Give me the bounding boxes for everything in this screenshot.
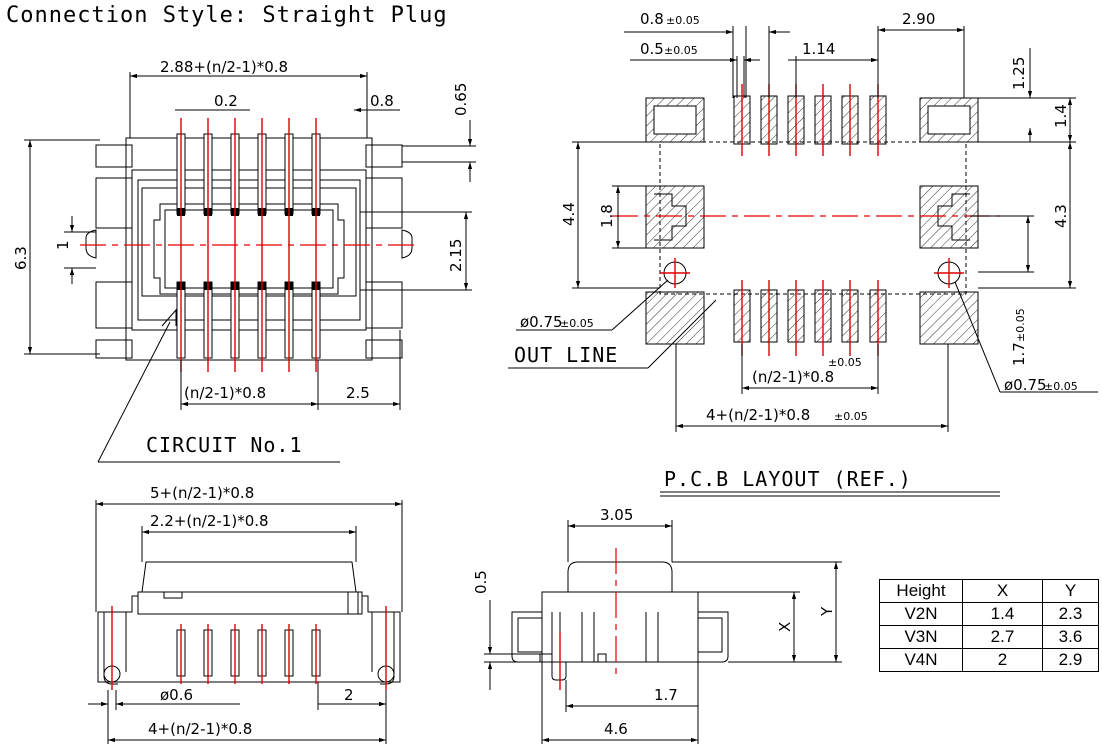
pcb-dim-0-8: 0.8 <box>640 10 664 28</box>
pcb-signal-pad <box>814 84 832 356</box>
pcb-width: 4+(n/2-1)*0.8 <box>706 406 810 424</box>
pcb-signal-pad <box>787 84 805 356</box>
table-cell: V3N <box>879 625 963 649</box>
dim-2-15: 2.15 <box>447 239 465 272</box>
dim-2-5: 2.5 <box>346 384 370 402</box>
table-cell: 2.3 <box>1042 602 1099 626</box>
table-cell: 2.7 <box>962 625 1043 649</box>
pcb-hole-left-tol: ±0.05 <box>560 317 594 330</box>
outline-label: OUT LINE <box>514 343 618 367</box>
side-dim-4-6: 4.6 <box>604 720 628 738</box>
pcb-dim-1-4: 1.4 <box>1052 104 1070 128</box>
side-dim-x: X <box>776 622 794 632</box>
pcb-dim-0-5-tol: ±0.05 <box>664 44 698 57</box>
pcb-dim-1-8: 1.8 <box>598 204 616 228</box>
front-dim-pins: 4+(n/2-1)*0.8 <box>148 720 252 738</box>
table-header-row: Height X Y <box>879 579 1099 603</box>
pcb-signal-pad <box>760 84 778 356</box>
front-dim-body: 2.2+(n/2-1)*0.8 <box>150 512 269 530</box>
front-dim-2: 2 <box>344 686 354 704</box>
table-cell: V4N <box>879 648 963 672</box>
side-dim-3-05: 3.05 <box>600 506 633 524</box>
pcb-hole-right: ø0.75 <box>1004 376 1047 394</box>
pcb-layout-label: P.C.B LAYOUT (REF.) <box>664 467 912 491</box>
side-dim-y: Y <box>818 606 836 617</box>
pcb-dim-4-3: 4.3 <box>1052 204 1070 228</box>
front-pin <box>230 624 240 684</box>
dim-0-65: 0.65 <box>452 83 470 116</box>
pcb-dim-2-90: 2.90 <box>902 10 935 28</box>
table-row: V4N 2 2.9 <box>879 648 1099 672</box>
pcb-dim-0-8-tol: ±0.05 <box>666 14 700 27</box>
pcb-signal-pad <box>841 84 859 356</box>
front-dim-phi: ø0.6 <box>160 686 193 704</box>
pcb-pitch-tol: ±0.05 <box>828 356 862 369</box>
dim-0-8: 0.8 <box>370 92 394 110</box>
top-view: 2.88+(n/2-1)*0.8 0.2 0.8 0.65 6.3 1 2.15 <box>12 58 476 463</box>
table-row: V3N 2.7 3.6 <box>879 625 1099 649</box>
front-dim-overall: 5+(n/2-1)*0.8 <box>150 484 254 502</box>
front-pin <box>311 624 321 684</box>
pcb-dim-1-7-tol: ±0.05 <box>1014 308 1027 342</box>
table-header-cell: X <box>962 579 1043 603</box>
front-view: 5+(n/2-1)*0.8 2.2+(n/2-1)*0.8 ø0.6 2 4+(… <box>88 484 403 744</box>
pcb-pitch: (n/2-1)*0.8 <box>752 368 834 386</box>
side-dim-1-7: 1.7 <box>654 686 678 704</box>
table-cell: 2 <box>962 648 1043 672</box>
side-dim-0-5: 0.5 <box>472 570 490 594</box>
pcb-signal-pad <box>733 84 751 356</box>
pcb-signal-pad <box>869 84 887 356</box>
pcb-dim-1-14: 1.14 <box>802 40 835 58</box>
front-pin <box>257 624 267 684</box>
pcb-width-tol: ±0.05 <box>834 410 868 423</box>
pcb-dim-1-25: 1.25 <box>1010 57 1028 90</box>
side-view: 3.05 0.5 X Y 1.7 4.6 <box>472 506 842 744</box>
pcb-dim-0-5: 0.5 <box>640 40 664 58</box>
dim-top-width: 2.88+(n/2-1)*0.8 <box>160 58 288 76</box>
table-row: V2N 1.4 2.3 <box>879 602 1099 626</box>
table-header-cell: Y <box>1042 579 1099 603</box>
dim-top-pitch: (n/2-1)*0.8 <box>184 384 266 402</box>
table-cell: 2.9 <box>1042 648 1099 672</box>
connector-pin <box>203 118 213 372</box>
drawing-title: Connection Style: Straight Plug <box>6 3 448 28</box>
pcb-dim-1-7: 1.7 <box>1010 342 1028 366</box>
dim-6-3: 6.3 <box>12 246 30 270</box>
height-table: Height X Y V2N 1.4 2.3 V3N 2.7 3.6 V4N 2… <box>879 579 1099 672</box>
pcb-hole-left: ø0.75 <box>520 313 563 331</box>
table-header-cell: Height <box>879 579 963 603</box>
pcb-dim-4-4: 4.4 <box>560 202 578 226</box>
table-cell: 1.4 <box>962 602 1043 626</box>
dim-pin-width: 0.2 <box>214 92 238 110</box>
front-pin <box>284 624 294 684</box>
front-pin <box>176 624 186 684</box>
table-cell: V2N <box>879 602 963 626</box>
table-cell: 3.6 <box>1042 625 1099 649</box>
dim-1: 1 <box>54 240 72 250</box>
pcb-layout-view: 0.8 ±0.05 0.5 ±0.05 1.14 2.90 1.25 1.4 4… <box>508 10 1098 497</box>
circuit-no1-label: CIRCUIT No.1 <box>146 433 303 457</box>
front-pin <box>203 624 213 684</box>
pcb-hole-right-tol: ±0.05 <box>1044 380 1078 393</box>
